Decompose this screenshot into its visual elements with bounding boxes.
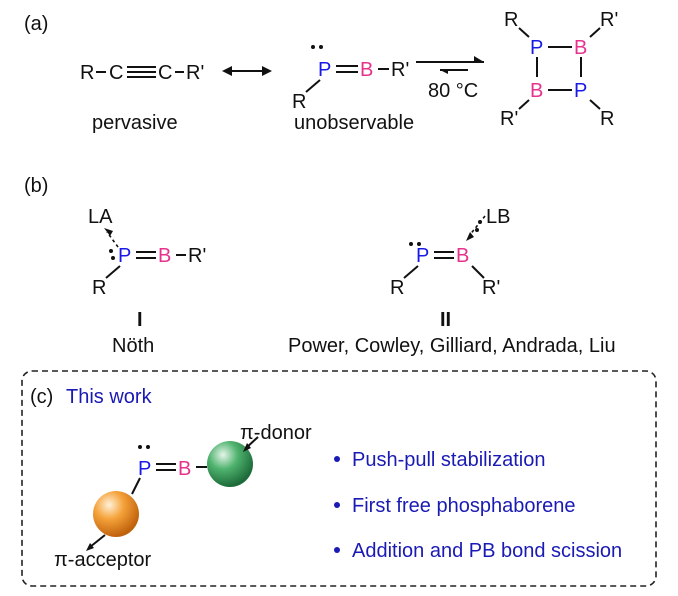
pb-a-p: P — [318, 59, 331, 81]
panel-c-title: This work — [66, 386, 153, 408]
panel-c-label: (c) — [30, 386, 53, 408]
alkyne-c1: C — [109, 62, 123, 84]
pb-a-bond-r — [305, 79, 321, 93]
compound-i-numeral: I — [137, 309, 143, 331]
panel-b-label: (b) — [24, 175, 48, 197]
lone-pair-dot — [475, 228, 479, 232]
bullet-2: First free phosphaborene — [352, 495, 575, 517]
coordination-arrow-head — [104, 228, 113, 236]
ring-b1: B — [574, 37, 587, 59]
pb-a-r: R — [292, 91, 306, 113]
compound-ii-numeral: II — [440, 309, 451, 331]
panel-a-label: (a) — [24, 13, 48, 35]
ring-p2: P — [574, 80, 587, 102]
lone-pair-dot — [111, 256, 115, 260]
acceptor-sphere — [93, 491, 139, 537]
compound-ii-r: R — [390, 277, 404, 299]
panel-a: (a) R C C R' pervasive P — [24, 9, 618, 134]
triple-bond — [127, 66, 156, 78]
alkyne-c2: C — [158, 62, 172, 84]
coordination-arrow-head — [466, 232, 474, 241]
resonance-arrow — [222, 66, 272, 76]
acceptor-arrow-head — [86, 543, 94, 551]
ring-b2: B — [530, 80, 543, 102]
acceptor-label: π-acceptor — [54, 549, 152, 571]
push-pull-phosphaborene: P B π-donor π-acceptor — [54, 422, 312, 571]
ring-r1: R — [504, 9, 518, 31]
lone-pair-dot — [409, 242, 413, 246]
ring-r3: R' — [500, 108, 518, 130]
ring-r4: R — [600, 108, 614, 130]
bullet-dot — [334, 502, 340, 508]
condition-label: 80 °C — [428, 80, 478, 102]
lone-pair-dot — [146, 445, 150, 449]
compound-i-r: R — [92, 277, 106, 299]
compound-i-b: B — [158, 245, 171, 267]
compound-i-author: Nöth — [112, 335, 154, 357]
lone-pair-dot — [311, 45, 315, 49]
pb-caption: unobservable — [294, 112, 414, 134]
lone-pair-dot — [478, 220, 482, 224]
lone-pair-dot — [109, 249, 113, 253]
lone-pair-dot — [138, 445, 142, 449]
alkyne-r: R — [80, 62, 94, 84]
phosphaborene-structure-a: P B R' R — [292, 45, 409, 113]
alkyne-caption: pervasive — [92, 112, 178, 134]
pb-a-b: B — [360, 59, 373, 81]
panel-c: (c) This work P B π-donor π-acceptor Pus… — [21, 370, 657, 587]
ring-r2: R' — [600, 9, 618, 31]
compound-ii-p: P — [416, 245, 429, 267]
compound-i: LA P B R' R I Nöth — [88, 206, 206, 357]
compound-i-la: LA — [88, 206, 113, 228]
bullet-1: Push-pull stabilization — [352, 449, 545, 471]
bullet-list: Push-pull stabilization First free phosp… — [334, 449, 622, 562]
compound-i-p: P — [118, 245, 131, 267]
bullet-dot — [334, 456, 340, 462]
alkyne-rp: R' — [186, 62, 204, 84]
donor-arrow-head — [243, 443, 251, 452]
pb-a-rp: R' — [391, 59, 409, 81]
bullet-dot — [334, 547, 340, 553]
compound-ii-lb: LB — [486, 206, 510, 228]
lone-pair-dot — [319, 45, 323, 49]
panel-b: (b) LA P B R' R I Nöth LB — [24, 175, 616, 357]
panel-c-p: P — [138, 458, 151, 480]
ring-p1: P — [530, 37, 543, 59]
compound-i-rp: R' — [188, 245, 206, 267]
compound-ii-authors: Power, Cowley, Gilliard, Andrada, Liu — [288, 335, 616, 357]
compound-ii-rp: R' — [482, 277, 500, 299]
panel-c-b: B — [178, 458, 191, 480]
bullet-3: Addition and PB bond scission — [352, 540, 622, 562]
compound-ii-b: B — [456, 245, 469, 267]
equilibrium-arrow — [416, 56, 484, 74]
donor-sphere — [207, 441, 253, 487]
compound-ii: LB P B R R' II Power, Cowley, Gilliard, … — [288, 206, 616, 357]
donor-label: π-donor — [240, 422, 312, 444]
lone-pair-dot — [417, 242, 421, 246]
diphosphadiboretane-ring: P B B P R R' R' R — [500, 9, 618, 130]
alkyne-structure: R C C R' — [80, 62, 204, 84]
